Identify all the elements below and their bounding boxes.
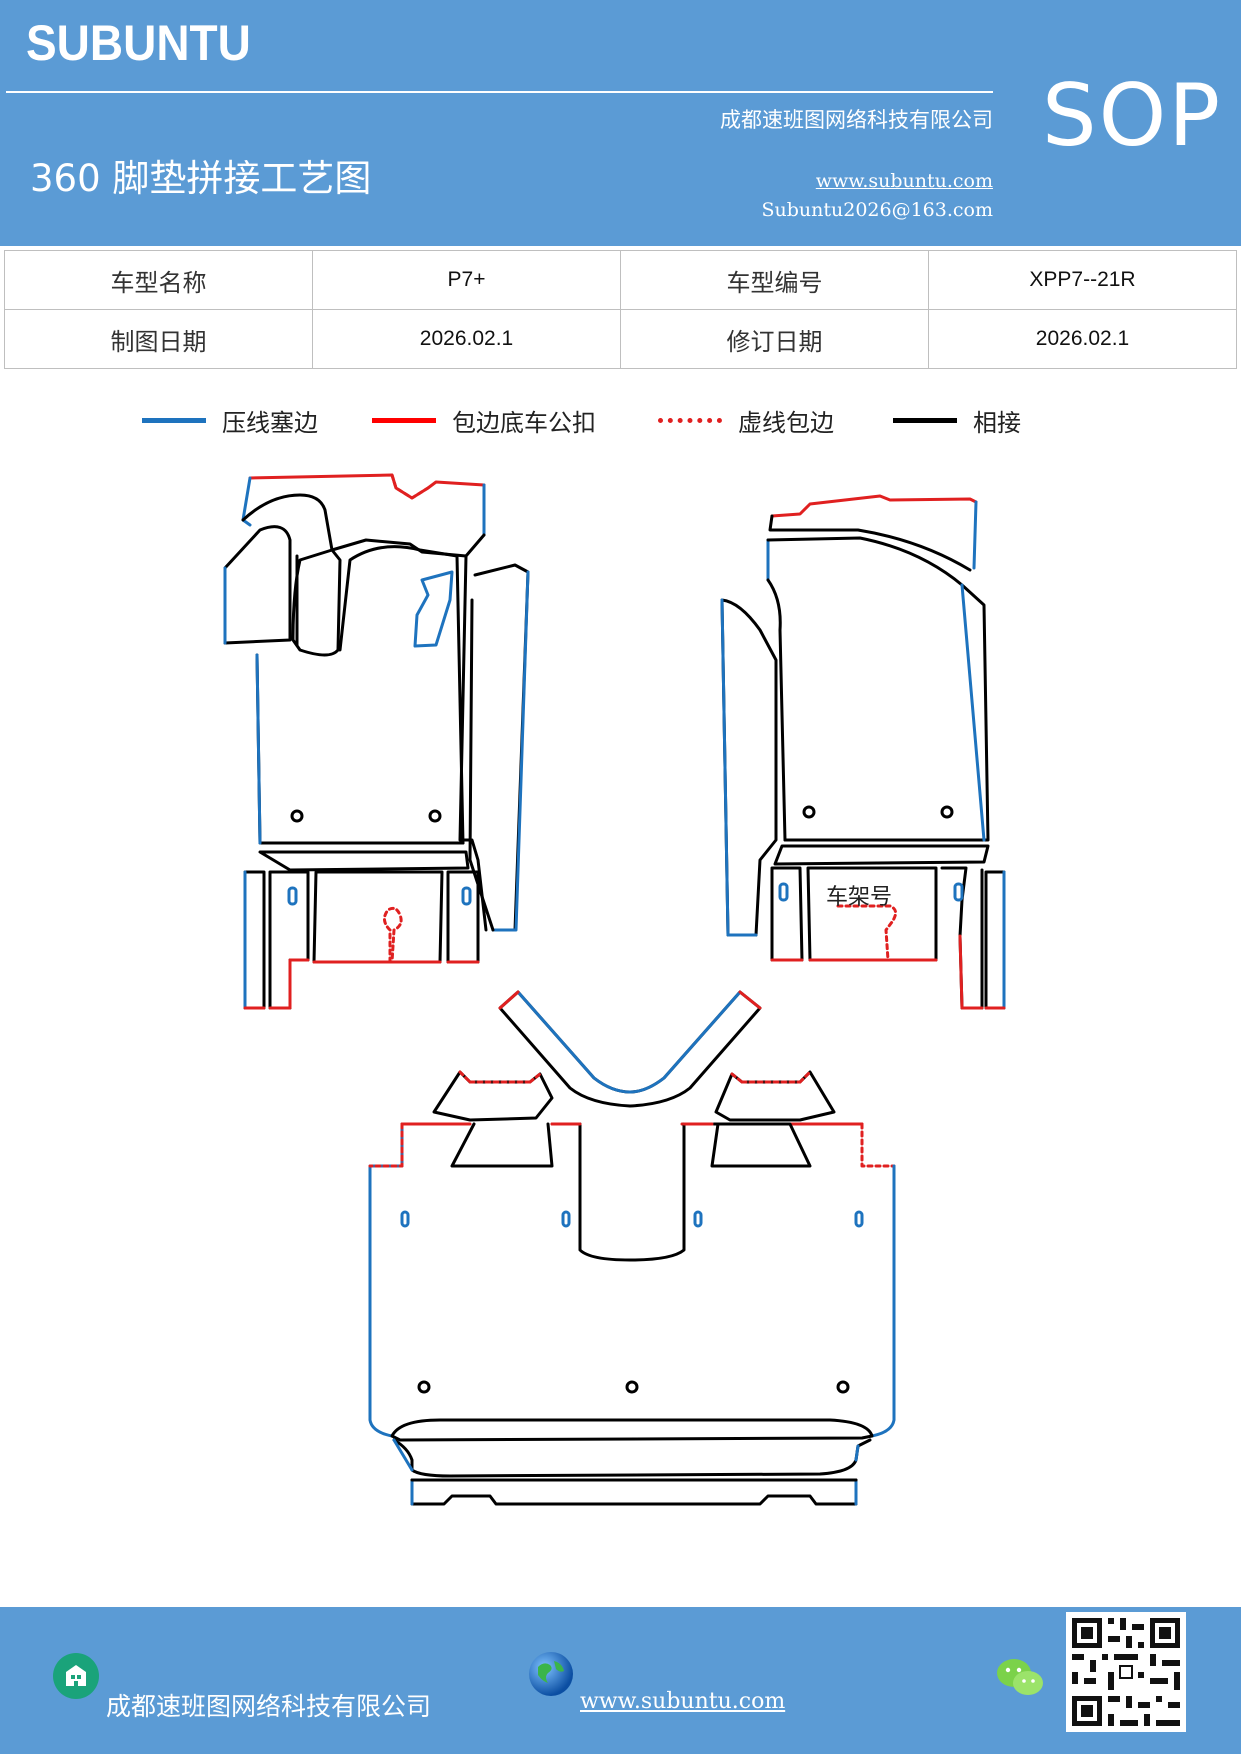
fastener-hole xyxy=(428,809,442,823)
legend-swatch-black xyxy=(893,417,957,423)
brand-logo: SUBUNTU xyxy=(26,15,251,71)
page-footer: 成都速班图网络科技有限公司 www.subuntu.com xyxy=(0,1607,1241,1754)
table-row: 制图日期 2026.02.1 修订日期 2026.02.1 xyxy=(4,309,1237,369)
document-title: 360 脚垫拼接工艺图 xyxy=(30,157,372,200)
fastener-hole xyxy=(417,1380,431,1394)
model-code-value: XPP7--21R xyxy=(928,250,1237,310)
header-website-link[interactable]: www.subuntu.com xyxy=(815,170,993,192)
legend-swatch-dotted xyxy=(658,417,722,423)
table-row: 车型名称 P7+ 车型编号 XPP7--21R xyxy=(4,250,1237,310)
rear-mat xyxy=(368,990,896,1506)
qr-code[interactable] xyxy=(1066,1612,1186,1732)
legend-item-red: 包边底车公扣 xyxy=(372,398,596,442)
page-header: SUBUNTU 360 脚垫拼接工艺图 成都速班图网络科技有限公司 www.su… xyxy=(0,0,1241,246)
legend-label: 压线塞边 xyxy=(222,408,318,437)
footer-company-name: 成都速班图网络科技有限公司 xyxy=(106,1692,432,1721)
fastener-hole xyxy=(290,809,304,823)
legend-label: 包边底车公扣 xyxy=(452,408,596,437)
model-name-value: P7+ xyxy=(312,250,621,310)
footer-website-link[interactable]: www.subuntu.com xyxy=(580,1689,786,1714)
building-icon xyxy=(53,1653,99,1699)
legend-item-dotted: 虚线包边 xyxy=(658,398,834,442)
header-email[interactable]: Subuntu2026@163.com xyxy=(761,199,993,221)
floor-mat-diagram: 车架号 xyxy=(223,473,1006,1506)
vehicle-info-table: 车型名称 P7+ 车型编号 XPP7--21R 制图日期 2026.02.1 修… xyxy=(4,250,1237,369)
line-legend: 压线塞边 包边底车公扣 虚线包边 相接 xyxy=(0,398,1241,442)
header-company-name: 成都速班图网络科技有限公司 xyxy=(720,108,993,132)
model-code-label: 车型编号 xyxy=(620,250,929,310)
globe-icon xyxy=(529,1652,573,1696)
revision-date-value: 2026.02.1 xyxy=(928,309,1237,369)
legend-item-blue: 压线塞边 xyxy=(142,398,318,442)
fastener-hole xyxy=(802,805,816,819)
header-divider xyxy=(6,91,993,93)
front-left-mat xyxy=(223,473,530,1010)
wechat-icon xyxy=(997,1659,1043,1695)
fastener-hole xyxy=(836,1380,850,1394)
revision-date-label: 修订日期 xyxy=(620,309,929,369)
model-name-label: 车型名称 xyxy=(4,250,313,310)
sop-label: SOP xyxy=(1042,66,1223,166)
legend-label: 虚线包边 xyxy=(738,408,834,437)
legend-label: 相接 xyxy=(973,408,1021,437)
fastener-hole xyxy=(940,805,954,819)
legend-item-black: 相接 xyxy=(893,398,1021,442)
legend-swatch-red xyxy=(372,417,436,423)
draw-date-value: 2026.02.1 xyxy=(312,309,621,369)
draw-date-label: 制图日期 xyxy=(4,309,313,369)
legend-swatch-blue xyxy=(142,417,206,423)
fastener-hole xyxy=(625,1380,639,1394)
frame-number-label: 车架号 xyxy=(826,885,892,910)
front-right-mat: 车架号 xyxy=(720,494,1006,1010)
